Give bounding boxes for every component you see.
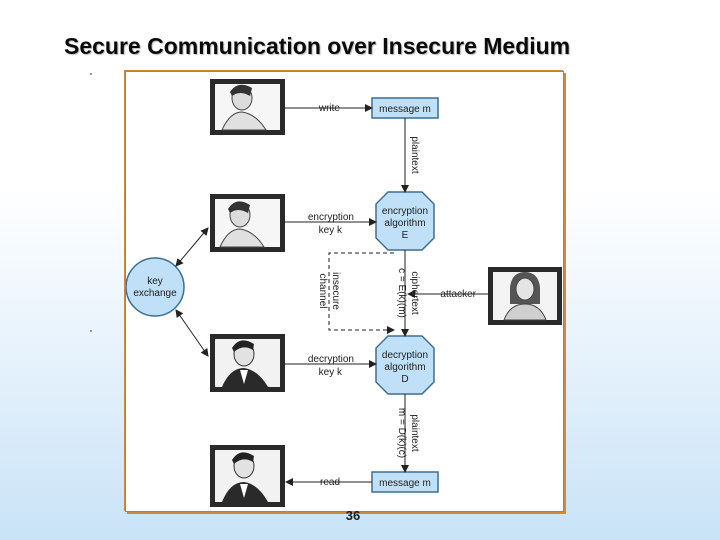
decorative-dot bbox=[90, 330, 92, 332]
sender-encrypting-person bbox=[210, 194, 285, 252]
message-box-bottom-label: message m bbox=[379, 478, 431, 489]
decryption-key-label-2: key k bbox=[319, 367, 343, 378]
insecure-channel-label-1: insecure bbox=[330, 272, 341, 310]
decorative-dot bbox=[90, 73, 92, 75]
plaintext-top-label: plaintext bbox=[409, 136, 420, 173]
decryption-algorithm-line-3: D bbox=[401, 374, 408, 385]
key-exchange-line-1: key bbox=[147, 276, 163, 287]
slide-title: Secure Communication over Insecure Mediu… bbox=[64, 33, 571, 59]
ciphertext-label-2: c = E(k)(m) bbox=[396, 268, 407, 318]
person-profile-icon bbox=[219, 201, 265, 248]
decryption-key-label-1: decryption bbox=[308, 354, 354, 365]
plaintext-bottom-label-1: plaintext bbox=[409, 414, 420, 451]
encryption-algorithm-node bbox=[375, 191, 435, 251]
receiver-reading-person bbox=[210, 445, 285, 507]
encryption-algorithm-line-1: encryption bbox=[382, 206, 428, 217]
person-profile-icon bbox=[221, 84, 267, 131]
key-exchange-node bbox=[126, 257, 185, 317]
encryption-key-label-1: encryption bbox=[308, 212, 354, 223]
encryption-algorithm-line-2: algorithm bbox=[384, 218, 425, 229]
person-suit-icon bbox=[222, 452, 268, 502]
sender-writing-person bbox=[210, 79, 285, 135]
encryption-key-label-2: key k bbox=[319, 225, 343, 236]
receiver-decrypting-person bbox=[210, 334, 285, 392]
message-box-top-label: message m bbox=[379, 104, 431, 115]
person-suit-icon bbox=[222, 340, 268, 387]
write-label: write bbox=[318, 103, 341, 114]
decryption-algorithm-line-1: decryption bbox=[382, 350, 428, 361]
encryption-algorithm-line-3: E bbox=[402, 230, 409, 241]
attacker-label: attacker bbox=[440, 289, 476, 300]
diagram-frame: message m message m encryption algorithm… bbox=[125, 71, 564, 512]
key-exchange-to-decryption-arrow bbox=[175, 309, 209, 357]
plaintext-bottom-label-2: m = D(k)(c) bbox=[396, 408, 407, 458]
decryption-algorithm-line-2: algorithm bbox=[384, 362, 425, 373]
key-exchange-to-encryption-arrow bbox=[175, 227, 209, 267]
read-label: read bbox=[320, 477, 340, 488]
encryption-diagram: message m message m encryption algorithm… bbox=[126, 79, 562, 507]
decryption-algorithm-node bbox=[375, 335, 435, 395]
page-number: 36 bbox=[345, 508, 361, 523]
woman-portrait-icon bbox=[503, 272, 547, 321]
insecure-channel-label-2: channel bbox=[317, 273, 328, 308]
ciphertext-label-1: ciphertext bbox=[409, 271, 420, 315]
attacker-person bbox=[488, 267, 562, 325]
key-exchange-line-2: exchange bbox=[133, 288, 177, 299]
